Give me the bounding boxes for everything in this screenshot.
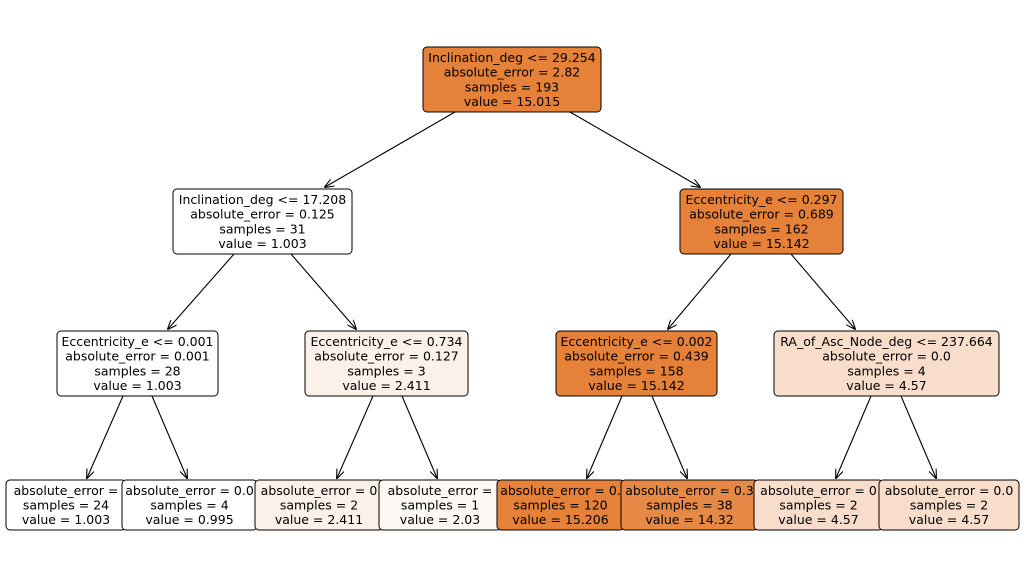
tree-edges (87, 111, 936, 478)
tree-edge-n1-n4 (290, 253, 356, 329)
node-label-line: samples = 158 (589, 363, 683, 378)
tree-edge-n6-n14 (900, 395, 936, 478)
node-label-line: Eccentricity_e <= 0.001 (61, 334, 213, 349)
node-label-line: absolute_error = 0 (261, 483, 378, 498)
tree-edge-n1-n3 (168, 253, 235, 329)
node-box (304, 330, 469, 397)
node-label-line: absolute_error = 0.0 (885, 483, 1014, 498)
node-label-line: absolute_error = (14, 483, 119, 498)
node-label-line: absolute_error = (388, 483, 493, 498)
node-label-line: absolute_error = 0.0 (125, 483, 254, 498)
node-label-line: samples = 193 (465, 79, 559, 94)
tree-edge-n0-n2 (569, 111, 700, 187)
tree-edge-n3-n8 (151, 395, 187, 478)
node-label-line: Inclination_deg <= 29.254 (428, 50, 595, 65)
tree-node-n1: Inclination_deg <= 17.208absolute_error … (172, 188, 353, 255)
node-label-line: absolute_error = 0.3 (625, 483, 754, 498)
node-label-line: Eccentricity_e <= 0.297 (685, 192, 837, 207)
node-label-line: absolute_error = 0. (500, 483, 621, 498)
tree-edge-n5-n12 (651, 395, 687, 478)
node-label-line: value = 15.015 (464, 94, 560, 109)
node-label-line: value = 2.411 (342, 378, 430, 393)
node-label-line: samples = 2 (280, 498, 358, 513)
node-label-line: samples = 3 (347, 363, 425, 378)
node-label-line: samples = 2 (779, 498, 857, 513)
node-label-line: Inclination_deg <= 17.208 (179, 192, 346, 207)
tree-edge-n6-n13 (836, 395, 872, 478)
tree-edge-n4-n10 (401, 395, 437, 478)
node-label-line: value = 4.57 (846, 378, 926, 393)
node-label-line: absolute_error = 0 (760, 483, 877, 498)
node-label-line: value = 15.142 (588, 378, 684, 393)
node-label-line: absolute_error = 0.127 (314, 349, 458, 364)
node-label-line: absolute_error = 0.125 (190, 207, 334, 222)
node-label-line: value = 4.57 (778, 512, 858, 527)
node-label-line: value = 15.142 (713, 236, 809, 251)
node-label-line: value = 2.411 (275, 512, 363, 527)
node-label-line: samples = 28 (94, 363, 180, 378)
tree-edge-n0-n1 (325, 111, 456, 187)
node-label-line: value = 4.57 (909, 512, 989, 527)
tree-edge-n3-n7 (87, 395, 124, 478)
node-label-line: Eccentricity_e <= 0.002 (560, 334, 712, 349)
node-label-line: value = 14.32 (645, 512, 733, 527)
node-label-line: value = 1.003 (218, 236, 306, 251)
node-label-line: absolute_error = 0.001 (65, 349, 209, 364)
node-label-line: RA_of_Asc_Node_deg <= 237.664 (780, 334, 993, 349)
node-label-line: absolute_error = 0.689 (689, 207, 834, 222)
tree-edge-n2-n6 (790, 253, 855, 329)
tree-edge-n5-n11 (587, 395, 623, 478)
node-box (679, 188, 844, 255)
node-label-line: samples = 162 (714, 221, 808, 236)
node-label-line: absolute_error = 2.82 (444, 65, 581, 80)
node-label-line: samples = 4 (150, 498, 228, 513)
node-label-line: Eccentricity_e <= 0.734 (310, 334, 462, 349)
node-label-line: samples = 1 (401, 498, 479, 513)
node-label-line: absolute_error = 0.439 (564, 349, 709, 364)
node-label-line: value = 0.995 (145, 512, 233, 527)
node-label-line: absolute_error = 0.0 (822, 349, 951, 364)
node-label-line: value = 2.03 (400, 512, 480, 527)
tree-nodes: Inclination_deg <= 29.254absolute_error … (5, 46, 1020, 531)
node-label-line: value = 1.003 (93, 378, 181, 393)
node-label-line: samples = 120 (513, 498, 607, 513)
node-label-line: samples = 31 (219, 221, 305, 236)
tree-node-n6: RA_of_Asc_Node_deg <= 237.664absolute_er… (773, 330, 1000, 397)
node-label-line: value = 15.206 (512, 512, 608, 527)
node-label-line: samples = 2 (910, 498, 988, 513)
node-box (878, 479, 1020, 531)
node-label-line: samples = 38 (646, 498, 732, 513)
node-box (773, 330, 1000, 397)
tree-edge-n2-n5 (668, 253, 732, 329)
node-box (555, 330, 718, 397)
node-box (422, 46, 602, 113)
tree-node-n0: Inclination_deg <= 29.254absolute_error … (422, 46, 602, 113)
node-box (172, 188, 353, 255)
node-label-line: value = 1.003 (22, 512, 110, 527)
tree-edge-n4-n9 (337, 395, 374, 478)
node-label-line: samples = 4 (847, 363, 925, 378)
node-label-line: samples = 24 (23, 498, 109, 513)
node-box (56, 330, 219, 397)
